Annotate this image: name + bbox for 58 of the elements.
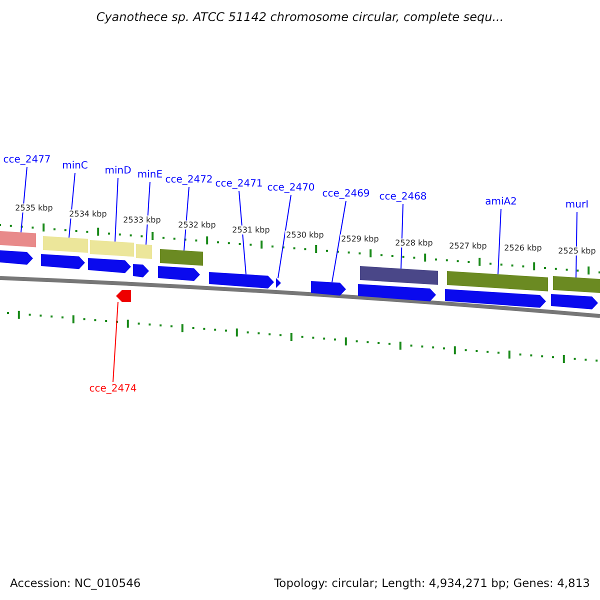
scale-label: 2535 kbp [14, 204, 54, 212]
gene-label: cce_2472 [165, 174, 213, 186]
gene-label: murI [565, 200, 589, 210]
gene-label: cce_2474 [89, 384, 137, 394]
leader-line [400, 204, 404, 270]
scale-label: 2533 kbp [122, 216, 162, 224]
scale-label: 2529 kbp [340, 234, 380, 244]
scale-label: 2534 kbp [68, 210, 108, 218]
gene-label: minC [62, 160, 88, 172]
feature-bar [136, 244, 152, 259]
gene-label: amiA2 [485, 196, 517, 208]
gene-label: cce_2471 [215, 178, 263, 190]
gene-block [551, 294, 598, 310]
scale-label: 2525 kbp [557, 246, 597, 256]
scale-label: 2530 kbp [285, 230, 325, 240]
gene-block [158, 266, 200, 282]
gene-label: cce_2470 [267, 182, 315, 194]
footer-text: Topology: circular; Length: 4,934,271 bp; Genes: 4,813 [274, 576, 590, 590]
scale-label: 2531 kbp [231, 226, 271, 234]
gene-block [133, 264, 149, 278]
leader-line [498, 208, 502, 275]
feature-bar [447, 271, 548, 292]
leader-line [576, 212, 578, 278]
leader-line [238, 190, 246, 275]
footer-text: Accession: NC_010546 [10, 576, 141, 590]
gene-label: cce_2468 [379, 192, 427, 202]
leader-line [112, 302, 118, 382]
leader-line [146, 182, 150, 246]
leader-line [332, 200, 346, 283]
gene-label: minE [137, 170, 163, 180]
gene-block [88, 258, 131, 274]
scale-label: 2528 kbp [394, 238, 434, 248]
leader-line [184, 186, 190, 251]
gene-label: cce_2469 [322, 188, 370, 200]
gene-label: minD [104, 166, 132, 176]
gene-block [445, 289, 546, 308]
gene-block [41, 254, 85, 270]
gene-block [209, 272, 274, 288]
feature-bar [0, 231, 36, 248]
gene-label: cce_2477 [3, 154, 51, 166]
scale-label: 2526 kbp [503, 244, 543, 252]
scale-label: 2527 kbp [448, 242, 488, 250]
feature-bar [360, 266, 438, 285]
feature-bar [43, 236, 88, 253]
scale-label: 2532 kbp [177, 220, 217, 230]
gene-block [0, 250, 33, 265]
leader-line [278, 194, 292, 279]
leader-line [20, 166, 28, 233]
gene-block [116, 290, 131, 302]
gene-block [276, 278, 281, 288]
gene-block [311, 281, 346, 296]
feature-bar [90, 240, 134, 257]
leader-line [68, 172, 76, 238]
leader-line [114, 178, 118, 242]
feature-bar [160, 249, 203, 266]
feature-bar [553, 276, 600, 293]
title: Cyanothece sp. ATCC 51142 chromosome circular, complete sequ... [95, 10, 505, 24]
gene-block [358, 284, 436, 302]
